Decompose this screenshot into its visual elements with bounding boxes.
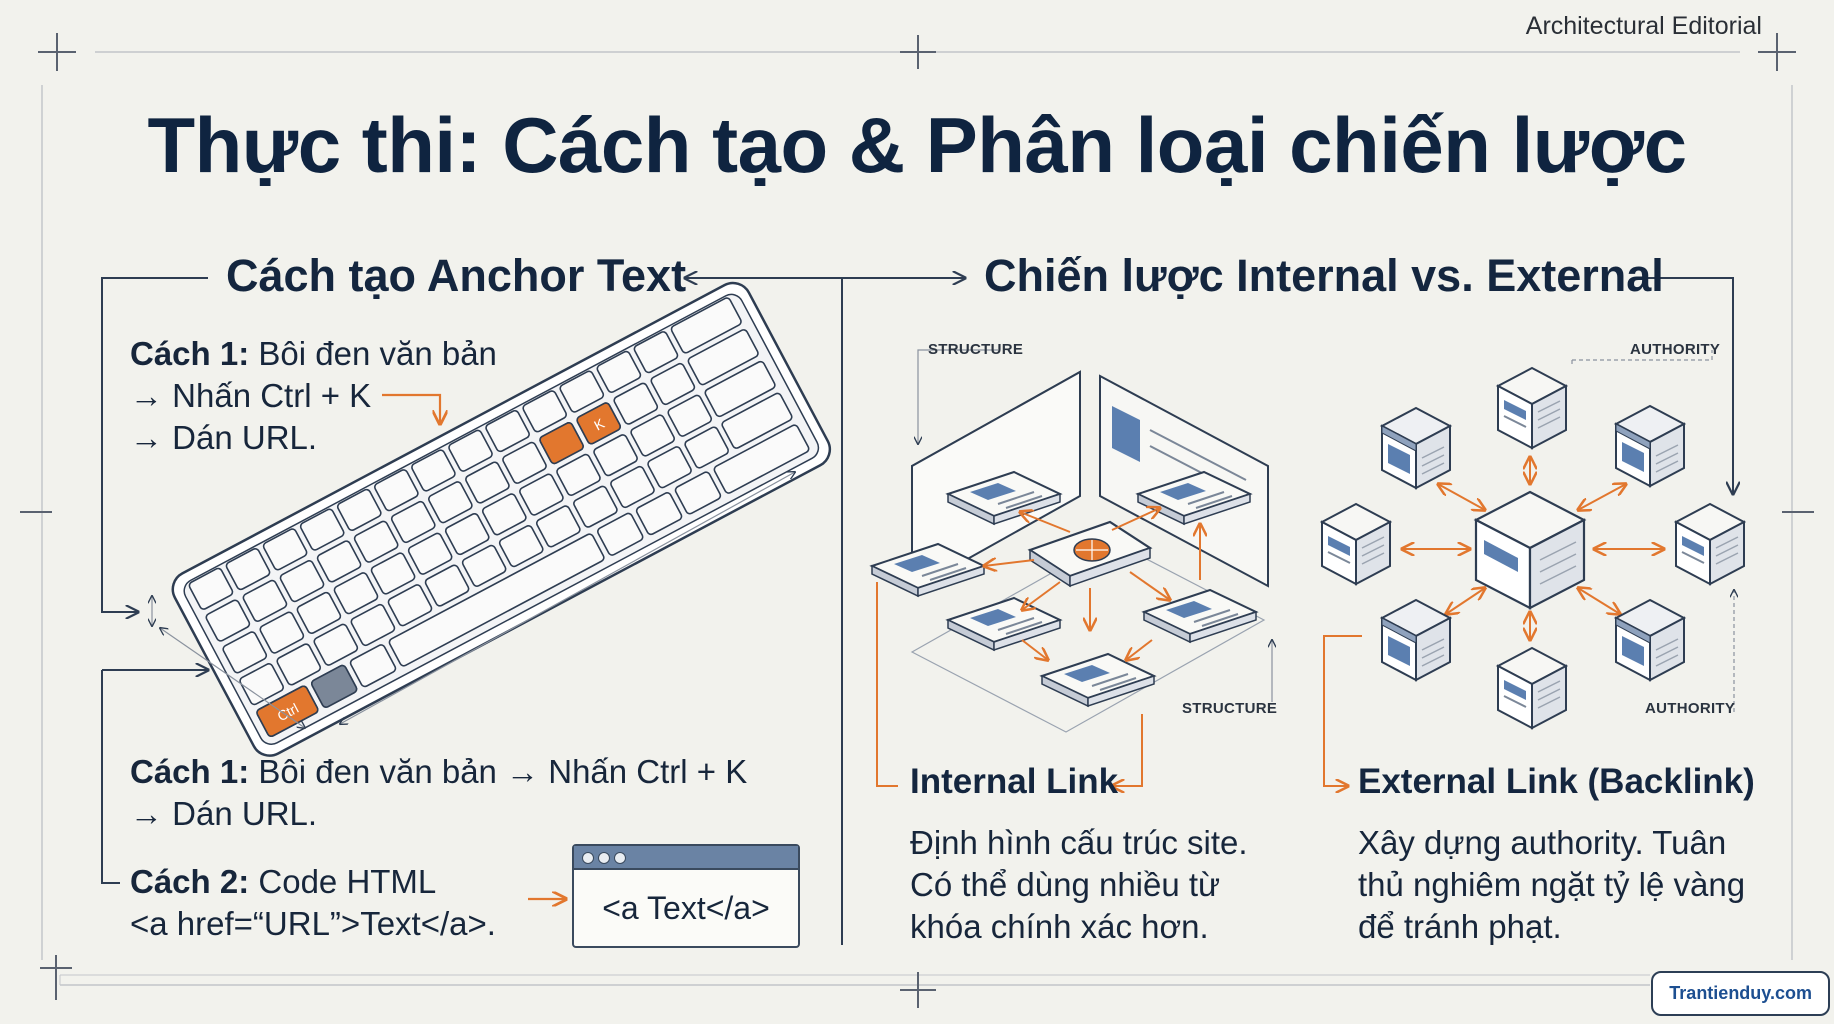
internal-link-network bbox=[871, 349, 1272, 1008]
method1-top-text: Cách 1: Bôi đen văn bản → Nhấn Ctrl + K … bbox=[130, 333, 497, 459]
keyboard-illustration: Ctrl K bbox=[152, 281, 832, 757]
page-title: Thực thi: Cách tạo & Phân loại chiến lượ… bbox=[147, 101, 1687, 189]
window-dot-icon bbox=[582, 852, 594, 864]
code-window-titlebar bbox=[574, 846, 798, 870]
method1-bottom-line1: Bôi đen văn bản → Nhấn Ctrl + K bbox=[249, 753, 748, 790]
external-link-network bbox=[1321, 350, 1745, 786]
method2-text: Cách 2: Code HTML <a href=“URL”>Text</a>… bbox=[130, 861, 496, 945]
authority-label-top: AUTHORITY bbox=[1630, 341, 1721, 358]
window-dot-icon bbox=[614, 852, 626, 864]
method2-line1: Code HTML bbox=[249, 863, 437, 900]
window-dot-icon bbox=[598, 852, 610, 864]
method1-top-line2: → Nhấn Ctrl + K bbox=[130, 377, 372, 414]
method1-top-label: Cách 1: bbox=[130, 335, 250, 372]
left-section-heading: Cách tạo Anchor Text bbox=[226, 250, 687, 301]
external-link-title: External Link (Backlink) bbox=[1358, 762, 1755, 801]
method1-top-line3: → Dán URL. bbox=[130, 419, 318, 456]
structure-label-bottom: STRUCTURE bbox=[1182, 700, 1278, 717]
method2-line2: <a href=“URL”>Text</a>. bbox=[130, 905, 496, 942]
code-window-text: <a Text</a> bbox=[602, 890, 770, 926]
authority-label-bottom: AUTHORITY bbox=[1645, 700, 1736, 717]
internal-link-title: Internal Link bbox=[910, 762, 1119, 801]
method2-label: Cách 2: bbox=[130, 863, 250, 900]
external-link-description: Xây dựng authority. Tuân thủ nghiêm ngặt… bbox=[1358, 824, 1746, 945]
internal-link-description: Định hình cấu trúc site. Có thể dùng nhi… bbox=[910, 824, 1248, 945]
method1-top-line1: Bôi đen văn bản bbox=[249, 335, 497, 372]
structure-label-top: STRUCTURE bbox=[928, 341, 1024, 358]
code-window: <a Text</a> bbox=[572, 844, 800, 948]
right-section-heading: Chiến lược Internal vs. External bbox=[984, 250, 1664, 301]
method1-bottom-label: Cách 1: bbox=[130, 753, 250, 790]
brand-label: Architectural Editorial bbox=[1525, 12, 1762, 40]
method1-bottom-text: Cách 1: Bôi đen văn bản → Nhấn Ctrl + K … bbox=[130, 751, 747, 835]
site-badge-link[interactable]: Trantienduy.com bbox=[1651, 971, 1830, 1016]
method1-bottom-line2: → Dán URL. bbox=[130, 795, 318, 832]
